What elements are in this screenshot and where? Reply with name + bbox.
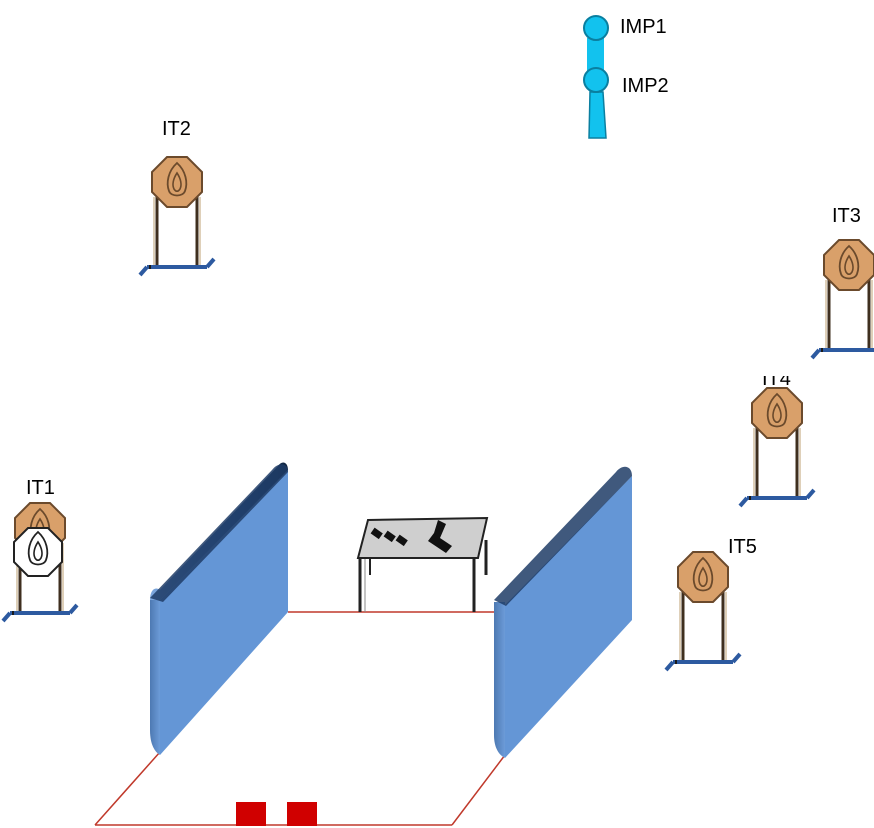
- target-it1: IT1: [1, 477, 79, 623]
- target-it3-label: IT3: [832, 205, 861, 227]
- magazines: [370, 527, 408, 547]
- no-shoot-plate: [13, 527, 63, 577]
- loading-table: [356, 516, 489, 612]
- start-marker-right: [287, 802, 317, 826]
- popper-imp2-label: IMP2: [622, 75, 669, 97]
- pistol-icon: [428, 520, 452, 553]
- target-it5-label: IT5: [728, 536, 757, 558]
- target-it2-label: IT2: [162, 118, 191, 140]
- popper-imp1-label: IMP1: [620, 16, 667, 38]
- start-marker-left: [236, 802, 266, 826]
- target-it5: IT5: [664, 536, 757, 672]
- start-positions: [236, 802, 317, 826]
- target-it1-label: IT1: [26, 477, 55, 499]
- wall-left: [150, 462, 288, 755]
- target-it2: IT2: [138, 118, 216, 277]
- wall-right: [494, 466, 632, 758]
- target-it4: IT4: [738, 364, 825, 508]
- shooting-area: [94, 611, 506, 826]
- popper-imp2: IMP2: [583, 67, 669, 139]
- target-it3: IT3: [810, 205, 874, 360]
